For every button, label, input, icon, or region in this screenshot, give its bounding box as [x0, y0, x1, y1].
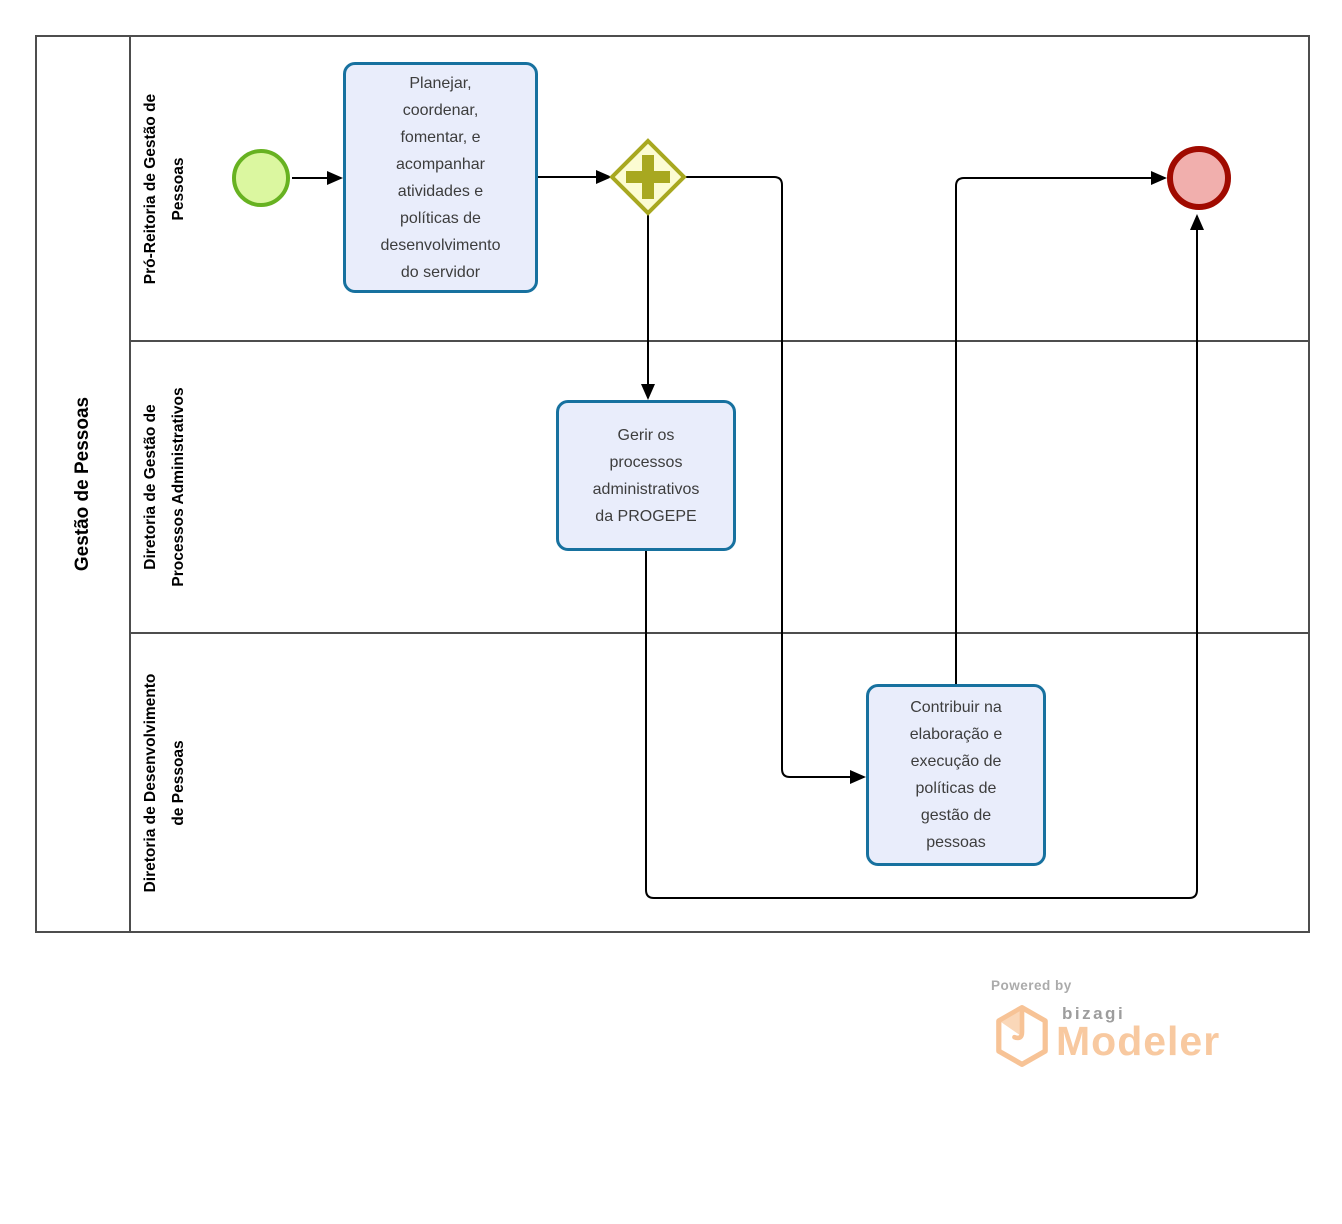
lane-label: Diretoria de Desenvolvimento de Pessoas — [142, 673, 187, 892]
bizagi-wordmark: bizagi — [1062, 1004, 1126, 1023]
bizagi-logo-icon — [996, 1004, 1048, 1068]
start-event[interactable] — [232, 149, 290, 207]
pool-header: Gestão de Pessoas — [37, 37, 131, 931]
task-label: Planejar, coordenar, fomentar, e acompan… — [380, 74, 501, 281]
parallel-gateway[interactable] — [609, 138, 687, 216]
task-planejar[interactable]: Planejar, coordenar, fomentar, e acompan… — [343, 62, 538, 293]
lane-label: Diretoria de Gestão de Processos Adminis… — [142, 387, 187, 587]
task-contribuir[interactable]: Contribuir na elaboração e execução de p… — [866, 684, 1046, 866]
task-label: Contribuir na elaboração e execução de p… — [909, 699, 1003, 851]
powered-by-text: Powered by — [991, 978, 1072, 993]
pool-title: Gestão de Pessoas — [72, 396, 93, 572]
task-gerir-processos[interactable]: Gerir os processos administrativos da PR… — [556, 400, 736, 551]
task-label: Gerir os processos administrativos da PR… — [592, 426, 700, 525]
lane-label: Pró-Reitoria de Gestão de Pessoas — [142, 93, 187, 284]
lane-desenvolvimento: Diretoria de Desenvolvimento de Pessoas — [131, 632, 1308, 931]
modeler-wordmark: Modeler — [1056, 1018, 1221, 1064]
lane-pro-reitoria: Pró-Reitoria de Gestão de Pessoas — [131, 37, 1308, 340]
plus-icon — [626, 155, 670, 199]
end-event[interactable] — [1167, 146, 1231, 210]
